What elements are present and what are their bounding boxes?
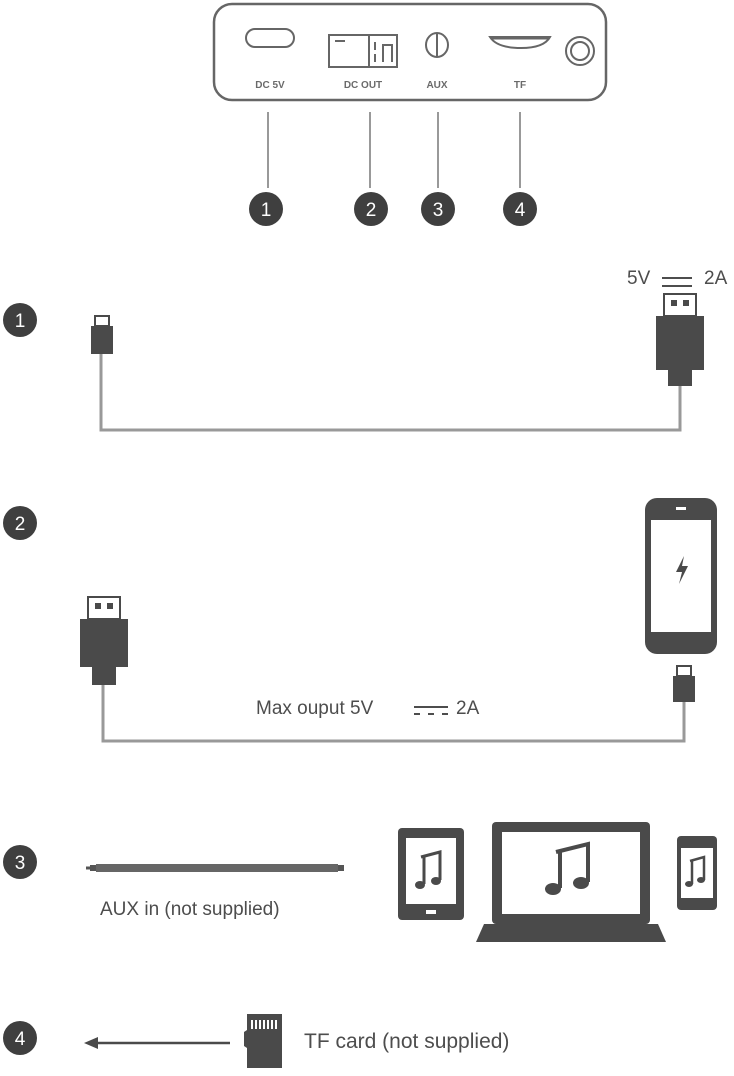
svg-text:2: 2: [15, 514, 26, 535]
cable: [101, 685, 686, 743]
section-4: 4 TF card (not supplied): [3, 1014, 509, 1068]
callout-badge-4: 4: [503, 192, 537, 226]
output-rating: Max ouput 5V 2A: [256, 698, 480, 719]
dc-5v-port: [245, 28, 295, 48]
arrow-left-icon: [84, 1037, 230, 1049]
section-badge-3: 3: [3, 845, 37, 879]
aux-caption: AUX in (not supplied): [100, 899, 280, 920]
rating-current: 2A: [704, 268, 728, 289]
section-badge-1: 1: [3, 303, 37, 337]
tablet: [398, 828, 464, 920]
micro-usb-plug: [91, 315, 113, 354]
power-jack: [565, 36, 595, 66]
section-2: 2 Max ouput 5V: [3, 498, 717, 743]
rating-voltage: 5V: [627, 268, 651, 289]
section-3: 3 AUX in (not supplied): [3, 822, 717, 942]
tf-caption: TF card (not supplied): [304, 1030, 509, 1053]
output-caption-suffix: 2A: [456, 698, 480, 719]
music-note-icon: [545, 841, 590, 895]
section-badge-4: 4: [3, 1021, 37, 1055]
music-note-icon: [685, 855, 706, 887]
dc-out-port: [328, 34, 398, 68]
micro-usb-plug: [673, 665, 695, 702]
callout-badge-3: 3: [421, 192, 455, 226]
tf-slot: [488, 36, 552, 50]
port-label-tf: TF: [514, 80, 526, 91]
device-panel: DC 5V DC OUT AUX TF: [212, 2, 608, 102]
svg-text:1: 1: [261, 200, 272, 221]
port-label-aux: AUX: [426, 80, 447, 91]
svg-text:4: 4: [15, 1029, 26, 1050]
cable: [99, 354, 682, 432]
aux-cable: [86, 864, 344, 872]
section-badge-2: 2: [3, 506, 37, 540]
svg-text:2: 2: [366, 200, 377, 221]
usb-a-plug: [80, 596, 128, 685]
laptop: [476, 822, 666, 942]
section-1: 1 5V 2A: [3, 268, 728, 432]
usb-a-plug: [656, 293, 704, 386]
output-caption-prefix: Max ouput 5V: [256, 698, 374, 719]
svg-text:4: 4: [515, 200, 526, 221]
music-note-icon: [415, 850, 442, 889]
svg-text:3: 3: [15, 853, 26, 874]
small-phone: [677, 836, 717, 910]
port-label-dc-5v: DC 5V: [255, 80, 285, 91]
port-label-dc-out: DC OUT: [344, 80, 382, 91]
svg-text:1: 1: [15, 311, 26, 332]
lightning-bolt-icon: [676, 556, 688, 584]
callout-badge-2: 2: [354, 192, 388, 226]
callout-badge-1: 1: [249, 192, 283, 226]
smartphone: [645, 498, 717, 654]
input-rating: 5V 2A: [627, 268, 728, 289]
callouts: 1 2 3 4: [249, 112, 537, 226]
svg-text:3: 3: [433, 200, 444, 221]
aux-port: [425, 32, 449, 58]
micro-sd-card: [244, 1014, 282, 1068]
